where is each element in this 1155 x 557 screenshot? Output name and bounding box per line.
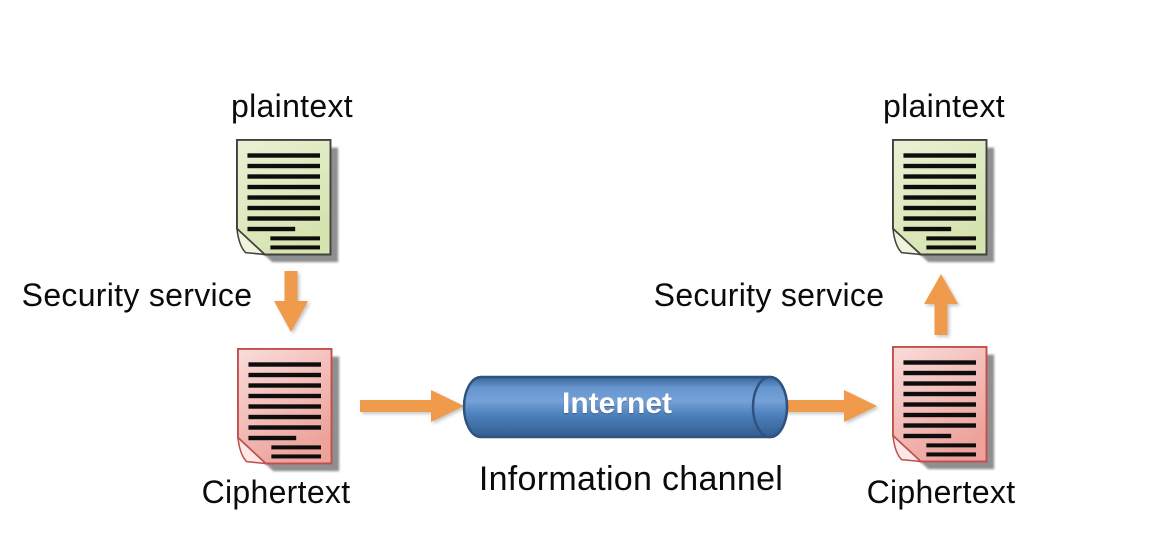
decrypt-arrow-up-icon — [923, 273, 959, 335]
ciphertext-label-sender: Ciphertext — [201, 474, 351, 510]
send-arrow-right-icon — [360, 389, 465, 423]
plaintext-document-icon-receiver — [892, 139, 997, 265]
plaintext-document-icon-sender — [236, 139, 341, 265]
internet-cylinder-shape — [461, 375, 793, 439]
encrypt-arrow-down-icon — [273, 271, 309, 333]
security-service-label-sender: Security service — [21, 277, 253, 313]
receive-arrow-right-icon — [768, 389, 878, 423]
ciphertext-document-icon-receiver — [892, 346, 997, 472]
information-channel-label: Information channel — [478, 460, 784, 498]
security-service-label-receiver: Security service — [653, 277, 885, 313]
plaintext-label-receiver: plaintext — [883, 88, 1005, 124]
internet-label: Internet — [561, 387, 673, 420]
ciphertext-label-receiver: Ciphertext — [866, 474, 1016, 510]
ciphertext-document-icon-sender — [237, 348, 342, 474]
plaintext-label-sender: plaintext — [231, 88, 353, 124]
